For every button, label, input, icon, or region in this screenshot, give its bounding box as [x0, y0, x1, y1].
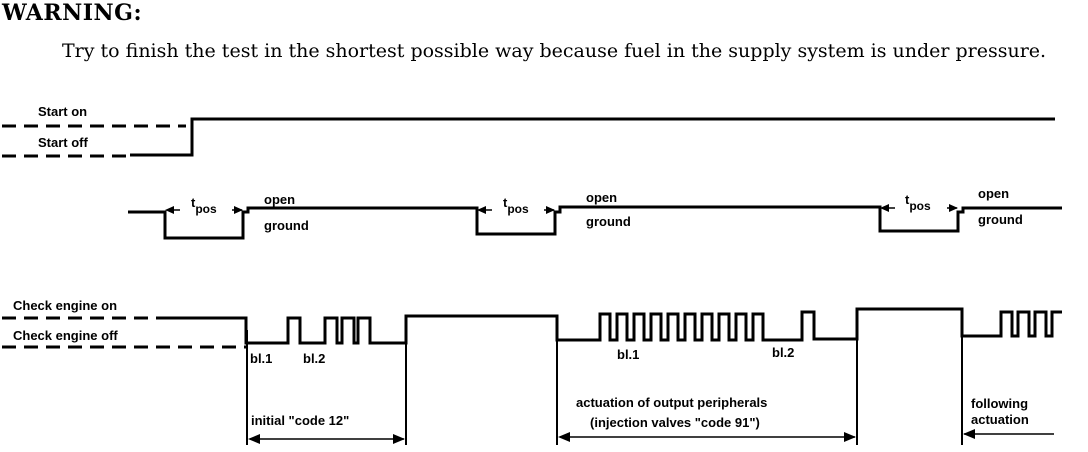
bl1-label-actuation: bl.1 [617, 347, 639, 362]
ground-label-2: ground [586, 214, 631, 229]
bl2-label-initial: bl.2 [303, 351, 325, 366]
check-engine-off-label: Check engine off [13, 328, 118, 343]
arrowhead [949, 204, 958, 212]
arrowhead [546, 206, 555, 214]
arrowhead [393, 434, 405, 444]
arrowhead [234, 206, 243, 214]
bl1-label-initial: bl.1 [250, 351, 272, 366]
start-waveform [130, 117, 1055, 157]
arrowhead [880, 204, 889, 212]
ground-label-3: ground [978, 212, 1023, 227]
ground-label-1: ground [264, 218, 309, 233]
open-label-2: open [586, 190, 617, 205]
open-label-3: open [978, 186, 1009, 201]
marker-line-actuation [556, 320, 858, 445]
arrowhead [963, 429, 975, 439]
position-waveform [128, 205, 1062, 240]
arrowhead [844, 432, 856, 442]
arrowhead [558, 432, 570, 442]
following-label-line1: following [971, 396, 1028, 411]
arrowhead [248, 434, 260, 444]
tpos-label-1: tpos [191, 195, 217, 216]
actuation-label-line1: actuation of output peripherals [576, 395, 767, 410]
check-engine-waveform [160, 307, 1062, 345]
warning-text: Try to finish the test in the shortest p… [62, 40, 1047, 62]
arrowhead [477, 206, 486, 214]
check-engine-on-label: Check engine on [13, 298, 117, 313]
tpos-label-2: tpos [503, 195, 529, 216]
bl2-label-actuation: bl.2 [772, 345, 794, 360]
start-off-label: Start off [38, 135, 89, 150]
actuation-label-line2: (injection valves "code 91") [590, 415, 760, 430]
open-label-1: open [264, 192, 295, 207]
start-on-label: Start on [38, 104, 87, 119]
initial-code-label: initial "code 12" [251, 413, 349, 428]
following-label-line2: actuation [971, 412, 1029, 427]
marker-line-initial [246, 330, 407, 445]
arrowhead [165, 206, 174, 214]
warning-title: WARNING: [2, 0, 143, 26]
tpos-label-3: tpos [905, 192, 931, 213]
